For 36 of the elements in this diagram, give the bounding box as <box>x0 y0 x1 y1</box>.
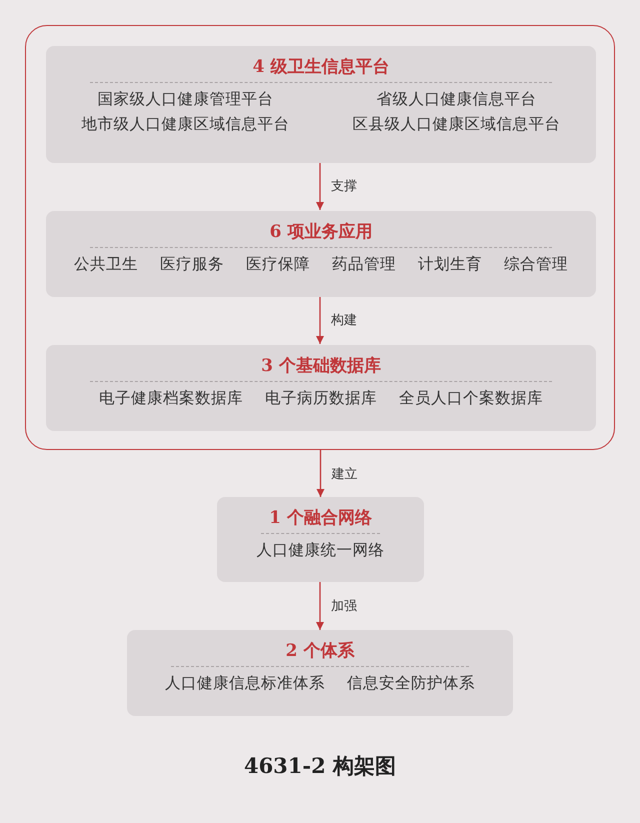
arrow <box>316 450 324 497</box>
list-item: 医疗服务 <box>160 254 224 275</box>
box-heading: 1 个融合网络 <box>269 507 372 530</box>
arrow <box>316 582 324 630</box>
section-box <box>46 46 596 163</box>
box-heading: 4 级卫生信息平台 <box>252 56 390 79</box>
box-heading: 6 项业务应用 <box>270 221 372 244</box>
section-box <box>46 211 596 297</box>
list-item: 国家级人口健康管理平台 <box>96 89 274 110</box>
edge-label: 建立 <box>332 466 358 482</box>
list-item: 药品管理 <box>332 254 396 275</box>
edge-label: 加强 <box>331 598 357 615</box>
list-item: 人口健康信息标准体系 <box>165 673 325 694</box>
section-box <box>217 497 424 582</box>
list-item: 全员人口个案数据库 <box>399 388 543 409</box>
list-item: 信息安全防护体系 <box>347 673 475 694</box>
list-item: 医疗保障 <box>246 254 310 275</box>
list-item: 区县级人口健康区域信息平台 <box>352 114 562 135</box>
box-heading: 2 个体系 <box>286 640 354 663</box>
edge-label: 构建 <box>331 312 357 329</box>
list-item: 公共卫生 <box>74 254 138 275</box>
section-box <box>46 345 596 431</box>
list-item: 电子健康档案数据库 <box>99 388 243 409</box>
box-heading: 3 个基础数据库 <box>261 355 381 378</box>
list-item: 计划生育 <box>418 254 482 275</box>
list-item: 人口健康统一网络 <box>256 540 384 561</box>
list-item: 电子病历数据库 <box>265 388 377 409</box>
edge-label: 支撑 <box>331 178 357 195</box>
arrow <box>316 296 324 344</box>
list-item: 综合管理 <box>504 254 568 275</box>
group-frame <box>25 25 615 450</box>
section-box <box>127 630 513 716</box>
list-item: 省级人口健康信息平台 <box>376 89 538 110</box>
caption: 4631-2 构架图 <box>244 753 396 778</box>
list-item: 地市级人口健康区域信息平台 <box>80 114 290 135</box>
arrow <box>316 162 324 210</box>
